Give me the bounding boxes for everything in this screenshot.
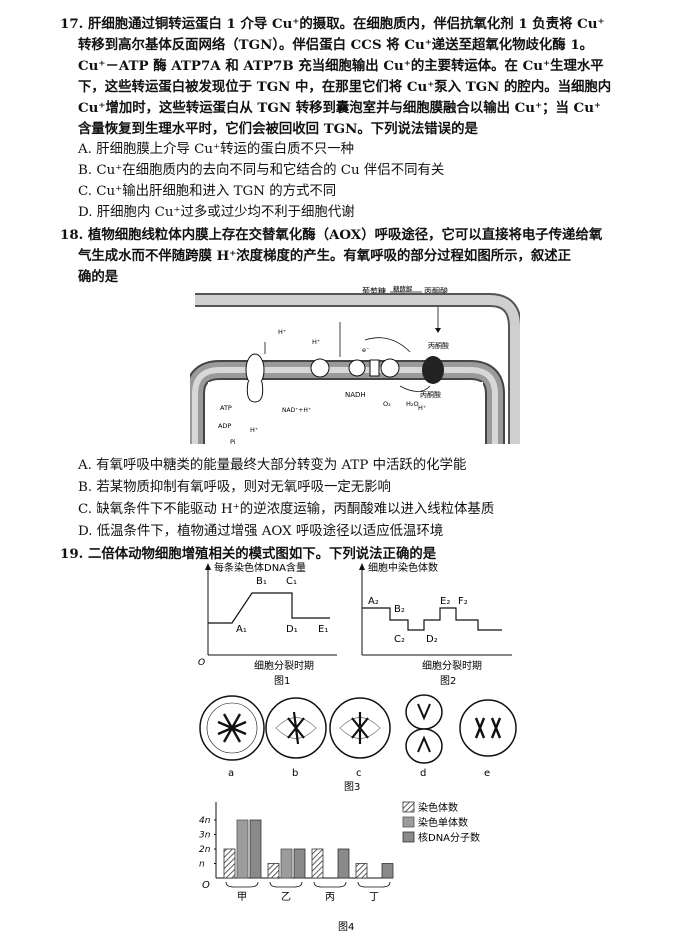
pyruvate-inner-label-1: 丙酮酸 <box>428 341 449 350</box>
q18-option-d: D. 低温条件下，植物通过增强 AOX 呼吸途径以适应低温环境 <box>78 524 444 539</box>
fig4-bar-2-2 <box>337 848 350 879</box>
q18-option-b: B. 若某物质抑制有氧呼吸，则对无氧呼吸一定无影响 <box>78 480 391 495</box>
fig4-category-label: 丙 <box>325 892 335 903</box>
fig2-point-e2: E₂ <box>440 596 450 607</box>
fig4-bar-0-1 <box>236 819 249 879</box>
fig2-xlabel: 细胞分裂时期 <box>422 659 482 672</box>
fig2-caption: 图2 <box>440 675 456 685</box>
cell-e-label: e <box>484 768 490 779</box>
fig1-point-b1: B₁ <box>256 576 267 587</box>
fig4-legend-label: 染色体数 <box>418 801 458 814</box>
fig4-legend-swatch <box>402 831 415 843</box>
q17-option-c: C. Cu⁺输出肝细胞和进入 TGN 的方式不同 <box>78 184 337 199</box>
fig4-origin: O <box>202 880 210 891</box>
figure-1-line-chart: O 每条染色体DNA含量 A₁ B₁ C₁ D₁ E₁ 细胞分裂时期 图1 <box>198 561 337 685</box>
cell-d-label: d <box>420 768 426 779</box>
q17-option-b: B. Cu⁺在细胞质内的去向不同与和它结合的 Cu 伴侣不同有关 <box>78 163 445 178</box>
fig4-caption: 图4 <box>338 921 354 933</box>
fig4-y-tick: 2n <box>199 845 211 855</box>
fig1-origin: O <box>198 658 205 668</box>
fig1-caption: 图1 <box>274 675 290 685</box>
fig2-point-d2: D₂ <box>426 634 438 645</box>
adp-label: ADP <box>218 422 231 430</box>
h-plus-label-4: H⁺ <box>418 404 426 412</box>
fig4-bar-0-0 <box>223 848 236 879</box>
q18-line-1: 18. 植物细胞线粒体内膜上存在交替氧化酶（AOX）呼吸途径，它可以直接将电子传… <box>60 227 603 243</box>
fig2-point-c2: C₂ <box>394 634 405 645</box>
h-plus-label-1: H⁺ <box>278 328 286 336</box>
fig4-bar-1-1 <box>280 848 293 879</box>
fig4-category-label: 甲 <box>237 892 247 903</box>
fig4-bar-2-0 <box>311 848 324 879</box>
h-plus-label-2: H⁺ <box>312 338 320 346</box>
fig2-ylabel: 细胞中染色体数 <box>368 561 438 574</box>
q19-stem: 19. 二倍体动物细胞增殖相关的模式图如下。下列说法正确的是 <box>60 546 437 562</box>
fig4-category-label: 丁 <box>369 892 379 903</box>
fig4-y-tick: n <box>199 860 205 870</box>
fig1-point-e1: E₁ <box>318 624 328 635</box>
fig4-y-tick: 3n <box>199 831 211 841</box>
q17-option-a: A. 肝细胞膜上介导 Cu⁺转运的蛋白质不只一种 <box>78 142 355 157</box>
q17-line-2: 转移到高尔基体反面网络（TGN）。伴侣蛋白 CCS 将 Cu⁺递送至超氧化物歧化… <box>78 37 594 53</box>
fig2-point-a2: A₂ <box>368 596 379 607</box>
fig1-point-d1: D₁ <box>286 624 298 635</box>
h-plus-label-3: H⁺ <box>250 426 258 434</box>
pyruvate-inner-label-2: 丙酮酸 <box>420 390 441 399</box>
fig4-bar-0-2 <box>249 819 262 879</box>
fig4-legend-label: 核DNA分子数 <box>418 831 480 844</box>
h2o-label: H₂O <box>406 400 419 408</box>
figure-3-cell-diagrams: a b c d e 图3 <box>199 694 517 793</box>
nad-h-label: NAD⁺+H⁺ <box>282 407 311 414</box>
pyruvate-top-label: 丙酮酸 <box>424 286 448 296</box>
fig4-bar-1-2 <box>293 848 306 879</box>
fig2-point-b2: B₂ <box>394 604 405 615</box>
q18-line-2: 气生成水而不伴随跨膜 H⁺浓度梯度的产生。有氧呼吸的部分过程如图所示，叙述正 <box>78 248 572 264</box>
fig1-point-c1: C₁ <box>286 576 297 587</box>
q18-option-c: C. 缺氧条件下不能驱动 H⁺的逆浓度运输，丙酮酸难以进入线粒体基质 <box>78 502 495 517</box>
fig4-category-label: 乙 <box>281 891 291 903</box>
mitochondria-membrane-figure: 葡萄糖 糖酵解 丙酮酸 丙酮酸 丙酮酸 NADH NAD⁺+H⁺ ATP <box>190 284 520 448</box>
cell-c-label: c <box>356 768 362 779</box>
fig1-point-a1: A₁ <box>236 624 247 635</box>
e-minus-label: e⁻ <box>362 346 369 354</box>
fig4-group-brace <box>269 881 303 888</box>
q17-line-5: Cu⁺增加时，这些转运蛋白从 TGN 转移到囊泡室并与细胞膜融合以输出 Cu⁺；… <box>78 100 601 116</box>
fig4-y-tick: 4n <box>199 816 211 826</box>
fig4-legend-label: 染色单体数 <box>418 816 468 829</box>
fig4-group-brace <box>225 881 259 888</box>
fig4-legend-swatch <box>402 801 415 813</box>
fig4-bar-3-0 <box>355 863 368 879</box>
q18-line-3: 确的是 <box>78 269 119 285</box>
nadh-label: NADH <box>345 391 366 399</box>
fig4-legend-swatch <box>402 816 415 828</box>
fig4-group-brace <box>357 881 391 888</box>
fig4-bar-1-0 <box>267 863 280 879</box>
figure-2-line-chart: 细胞中染色体数 A₂ B₂ C₂ D₂ E₂ F₂ 细胞分裂时期 图2 <box>359 561 512 685</box>
o2-label: O₂ <box>383 400 391 408</box>
q17-line-1: 17. 肝细胞通过铜转运蛋白 1 介导 Cu⁺的摄取。在细胞质内，伴侣抗氧化剂 … <box>60 16 605 32</box>
fig4-group-brace <box>313 881 347 888</box>
glycolysis-label: 糖酵解 <box>393 284 413 293</box>
q18-option-a: A. 有氧呼吸中糖类的能量最终大部分转变为 ATP 中活跃的化学能 <box>78 458 467 473</box>
atp-label: ATP <box>220 404 232 412</box>
q17-line-6: 含量恢复到生理水平时，它们会被回收回 TGN。下列说法错误的是 <box>78 121 478 137</box>
fig2-point-f2: F₂ <box>458 596 468 607</box>
pi-label: Pi <box>230 438 236 446</box>
fig1-xlabel: 细胞分裂时期 <box>254 659 314 672</box>
fig4-bar-3-2 <box>381 863 394 879</box>
q17-option-d: D. 肝细胞内 Cu⁺过多或过少均不利于细胞代谢 <box>78 205 355 220</box>
glucose-label: 葡萄糖 <box>362 286 386 296</box>
cell-b-label: b <box>292 768 298 779</box>
fig1-ylabel: 每条染色体DNA含量 <box>214 561 306 574</box>
q17-line-3: Cu⁺－ATP 酶 ATP7A 和 ATP7B 充当细胞输出 Cu⁺的主要转运体… <box>78 58 604 74</box>
cell-a-label: a <box>228 768 234 779</box>
fig3-caption: 图3 <box>344 781 360 793</box>
q17-line-4: 下，这些转运蛋白被发现位于 TGN 中，在那里它们将 Cu⁺泵入 TGN 的腔内… <box>78 79 612 95</box>
